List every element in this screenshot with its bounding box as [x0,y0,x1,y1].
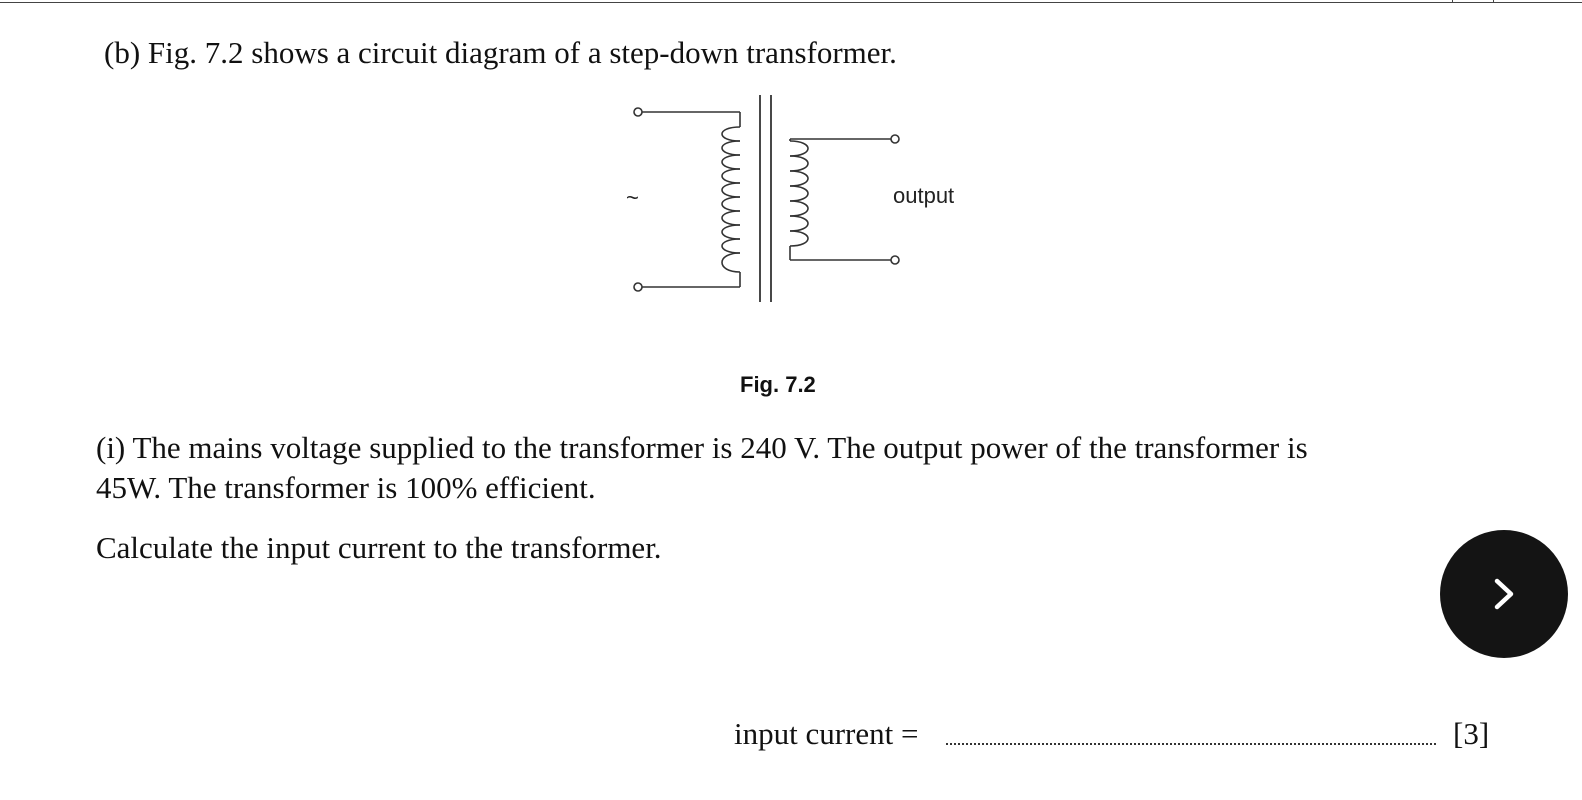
marks-indicator: [3] [1453,716,1490,751]
secondary-top-terminal [890,134,900,144]
answer-label: input current = [734,716,919,751]
primary-bottom-terminal [633,282,643,292]
chevron-right-icon [1494,578,1514,610]
primary-top-terminal [633,107,643,117]
question-i-line-1: (i) The mains voltage supplied to the tr… [96,430,1308,465]
calculation-instruction: Calculate the input current to the trans… [96,530,662,565]
secondary-coil [789,140,809,247]
question-b-text: (b) Fig. 7.2 shows a circuit diagram of … [104,35,897,70]
ac-supply-symbol: ~ [626,185,639,210]
next-page-button[interactable] [1440,530,1568,658]
previous-marks-bracket [1452,0,1494,3]
answer-line[interactable] [946,743,1436,745]
secondary-bottom-terminal [890,255,900,265]
figure-caption: Fig. 7.2 [740,372,816,397]
question-i-line-2: 45W. The transformer is 100% efficient. [96,470,596,505]
top-rule [0,2,1582,3]
transformer-circuit-diagram: ~ output [626,95,954,302]
output-label: output [893,183,954,208]
primary-coil [721,126,741,273]
